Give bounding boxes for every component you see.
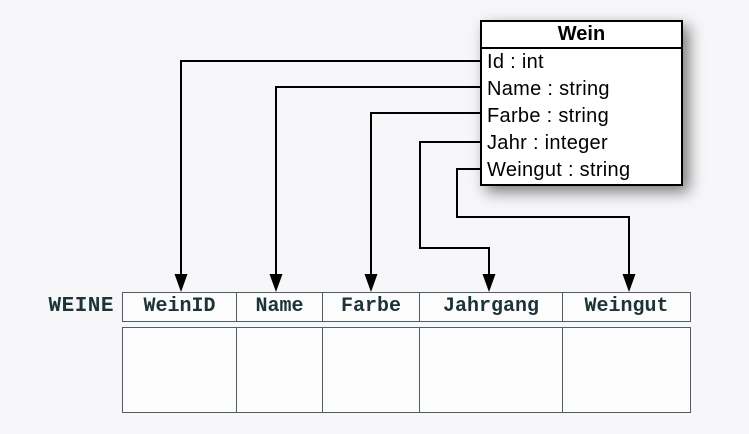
connector-farbe-to-farbe — [364, 112, 482, 292]
uml-class-wein: Wein Id : int Name : string Farbe : stri… — [480, 20, 683, 186]
empty-cell-jahrgang — [418, 327, 564, 413]
class-attribute-list: Id : int Name : string Farbe : string Ja… — [482, 49, 681, 184]
class-attribute-jahr: Jahr : integer — [487, 132, 608, 154]
connector-id-to-weinid — [174, 60, 482, 292]
empty-cell-name — [235, 327, 324, 413]
connector-name-to-name — [269, 86, 482, 292]
empty-cell-weingut — [562, 327, 691, 413]
table-header-row: WeinID Name Farbe Jahrgang Weingut — [122, 292, 691, 322]
column-header-weingut: Weingut — [562, 292, 691, 322]
column-header-jahrgang: Jahrgang — [418, 292, 564, 322]
table-empty-row — [122, 327, 691, 413]
class-attribute-id: Id : int — [487, 51, 544, 73]
column-header-farbe: Farbe — [322, 292, 420, 322]
class-attribute-name: Name : string — [487, 78, 610, 100]
empty-cell-farbe — [322, 327, 420, 413]
column-header-name: Name — [235, 292, 324, 322]
column-header-weinid: WeinID — [122, 292, 237, 322]
connector-jahr-to-jahrgang — [419, 141, 496, 292]
empty-cell-weinid — [122, 327, 237, 413]
class-attribute-farbe: Farbe : string — [487, 105, 610, 127]
class-attribute-weingut: Weingut : string — [487, 159, 631, 181]
class-title: Wein — [482, 22, 681, 49]
connector-weingut-to-weingut — [456, 168, 636, 292]
table-name-label: WEINE — [48, 295, 114, 318]
